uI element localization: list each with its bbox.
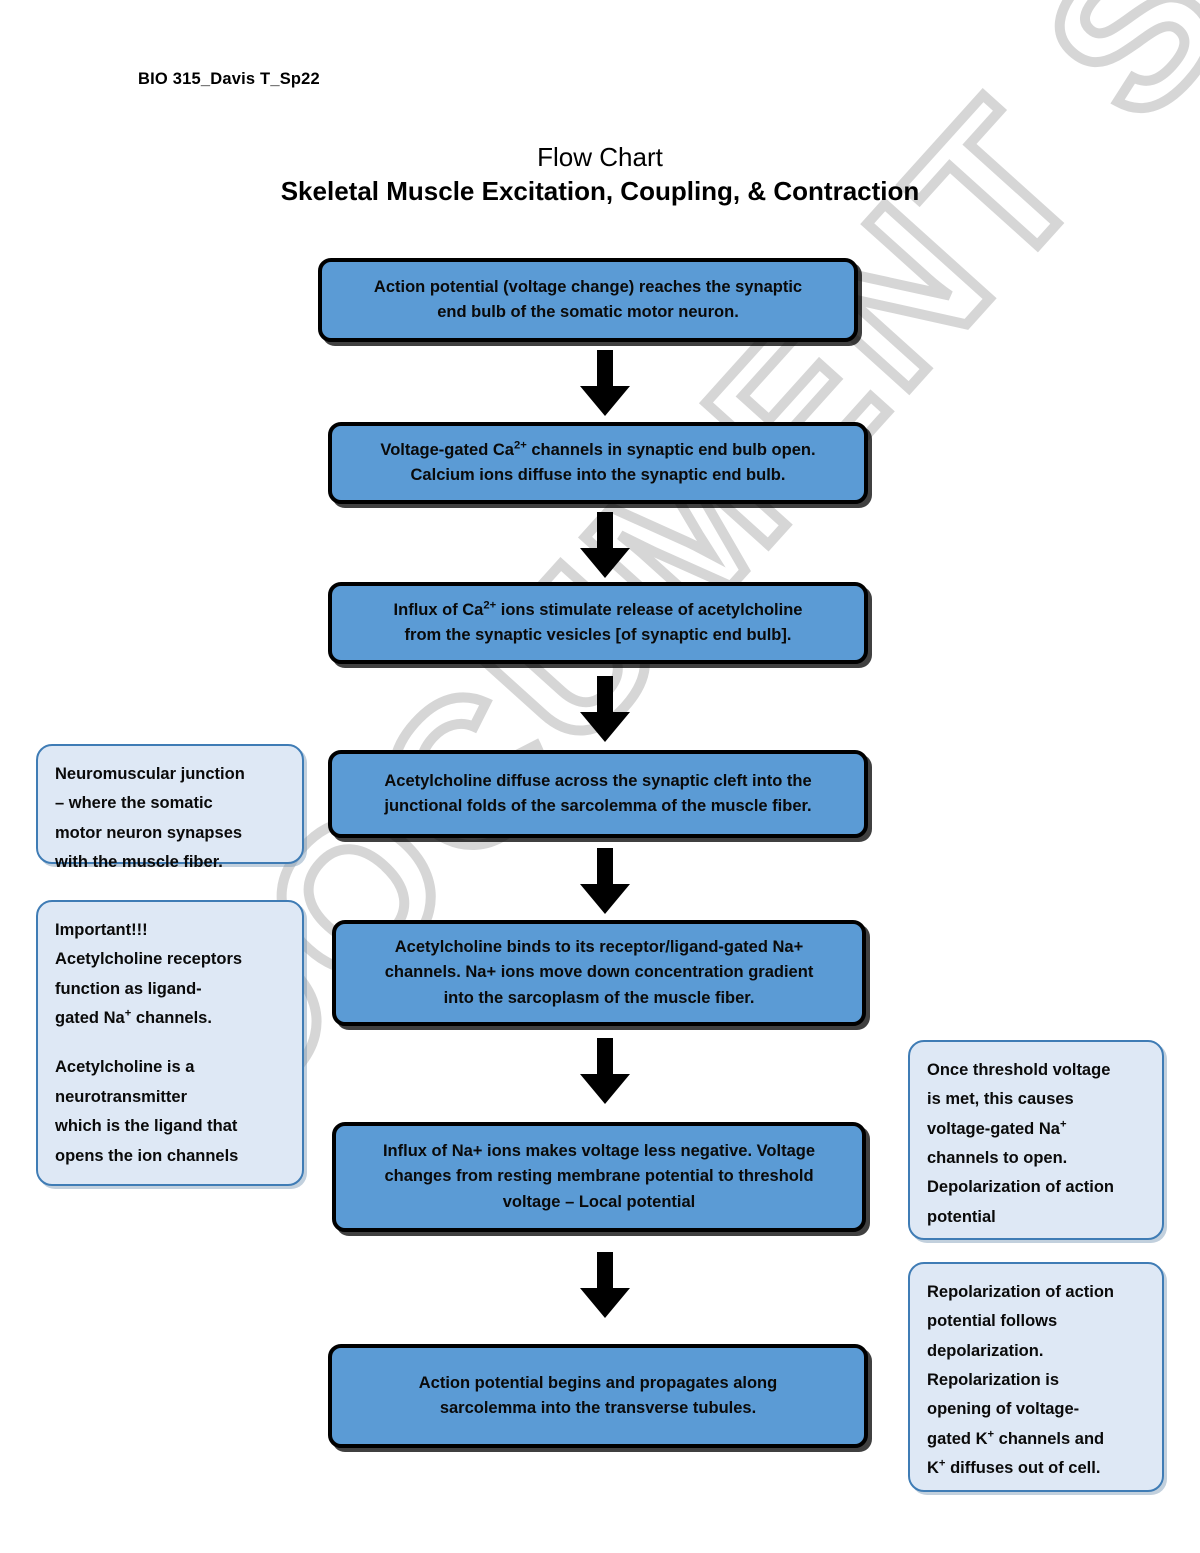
note-important-p2-line-3: which is the ligand that [55,1117,238,1136]
note-important-heading: Important!!! [55,921,148,939]
flow-step-5: Acetylcholine binds to its receptor/liga… [332,920,866,1026]
connector-arrow-6 [578,1252,632,1320]
flow-step-3: Influx of Ca2+ ions stimulate release of… [328,582,868,664]
flow-step-2-line-2: Calcium ions diffuse into the synaptic e… [410,466,786,484]
note-important-paragraph-2: Acetylcholine is a neurotransmitter whic… [55,1053,285,1170]
note-threshold-voltage: Once threshold voltage is met, this caus… [908,1040,1164,1240]
note-important-p1-line-3: function as ligand- [55,979,202,998]
flow-step-7-line-2: sarcolemma into the transverse tubules. [439,1399,757,1417]
note-repolarization-line-6b: channels and [994,1429,1105,1448]
connector-arrow-3 [578,676,632,744]
course-header: BIO 315_Davis T_Sp22 [138,70,320,88]
note-nmj-line-1: Neuromuscular junction [55,765,245,783]
flow-step-2-charge: 2+ [513,439,527,452]
flow-step-3-line-1a: Influx of Ca [393,600,484,619]
page-title: Flow Chart [537,142,663,172]
flow-step-7-line-1: Action potential begins and propagates a… [418,1373,778,1392]
flow-step-5-line-1: Acetylcholine binds to its receptor/liga… [394,938,804,957]
note-threshold-line-3a: voltage-gated Na [927,1119,1060,1138]
note-important-p2-line-1: Acetylcholine is a [55,1058,195,1077]
flow-step-6: Influx of Na+ ions makes voltage less ne… [332,1122,866,1232]
note-important-p1-line-4b: channels. [131,1009,212,1028]
flow-step-1: Action potential (voltage change) reache… [318,258,858,342]
note-threshold-line-5: Depolarization of action [927,1178,1115,1197]
note-neuromuscular-junction: Neuromuscular junction – where the somat… [36,744,304,871]
note-repolarization-line-5: opening of voltage- [927,1400,1080,1419]
note-repolarization-line-7b: diffuses out of cell. [945,1459,1101,1478]
note-threshold-line-6: potential [927,1207,996,1226]
flow-step-3-line-1b: ions stimulate release of acetylcholine [496,600,803,619]
note-repolarization-line-1: Repolarization of action [927,1283,1115,1301]
note-threshold-line-4: channels to open. [927,1149,1068,1168]
note-repolarization-line-6a: gated K [927,1429,988,1448]
connector-arrow-5 [578,1038,632,1106]
note-important-p2-line-2: neurotransmitter [55,1087,188,1106]
flow-step-5-line-2: channels. Na+ ions move down concentrati… [384,963,814,982]
note-threshold-na-charge: + [1059,1118,1067,1131]
connector-arrow-4 [578,848,632,916]
note-nmj-line-2: – where the somatic [55,794,213,813]
note-threshold-line-1: Once threshold voltage [927,1061,1111,1079]
connector-arrow-1 [578,350,632,418]
note-important-p1-line-4a: gated Na [55,1009,125,1028]
flow-step-2: Voltage-gated Ca2+ channels in synaptic … [328,422,868,504]
note-important-acetylcholine: Important!!! Acetylcholine receptors fun… [36,900,304,1186]
title-block: Flow Chart Skeletal Muscle Excitation, C… [0,140,1200,209]
note-threshold-line-2: is met, this causes [927,1090,1074,1109]
note-repolarization-line-2: potential follows [927,1312,1058,1331]
note-important-p2-line-4: opens the ion channels [55,1146,239,1165]
flow-step-4: Acetylcholine diffuse across the synapti… [328,750,868,838]
note-nmj-line-3: motor neuron synapses [55,823,243,842]
note-repolarization-k-charge-1: + [987,1428,995,1441]
page-subtitle: Skeletal Muscle Excitation, Coupling, & … [280,176,920,207]
note-repolarization-k-charge-2: + [938,1457,946,1470]
note-important-paragraph-1: Important!!! Acetylcholine receptors fun… [55,916,285,1033]
flow-step-3-line-2: from the synaptic vesicles [of synaptic … [404,626,792,644]
note-repolarization-line-4: Repolarization is [927,1371,1060,1390]
flow-step-2-line-1b: channels in synaptic end bulb open. [526,440,816,459]
flow-step-1-line-2: end bulb of the somatic motor neuron. [437,303,739,321]
note-repolarization: Repolarization of action potential follo… [908,1262,1164,1492]
flow-step-7: Action potential begins and propagates a… [328,1344,868,1448]
connector-arrow-2 [578,512,632,580]
note-important-na-charge: + [124,1007,132,1020]
note-nmj-line-4: with the muscle fiber. [55,853,223,872]
flow-step-6-line-1: Influx of Na+ ions makes voltage less ne… [382,1142,816,1161]
flow-step-4-line-2: junctional folds of the sarcolemma of th… [384,797,812,815]
flow-step-6-line-2: changes from resting membrane potential … [384,1167,814,1186]
flow-step-5-line-3: into the sarcoplasm of the muscle fiber. [443,988,755,1007]
flow-step-2-line-1a: Voltage-gated Ca [380,440,514,459]
flow-step-1-line-1: Action potential (voltage change) reache… [373,277,803,296]
note-repolarization-line-7a: K [927,1459,939,1478]
flow-step-4-line-1: Acetylcholine diffuse across the synapti… [384,771,812,790]
note-repolarization-line-3: depolarization. [927,1341,1044,1360]
flow-step-6-line-3: voltage – Local potential [502,1192,696,1211]
note-important-p1-line-2: Acetylcholine receptors [55,950,243,969]
flow-step-3-charge: 2+ [483,599,497,612]
